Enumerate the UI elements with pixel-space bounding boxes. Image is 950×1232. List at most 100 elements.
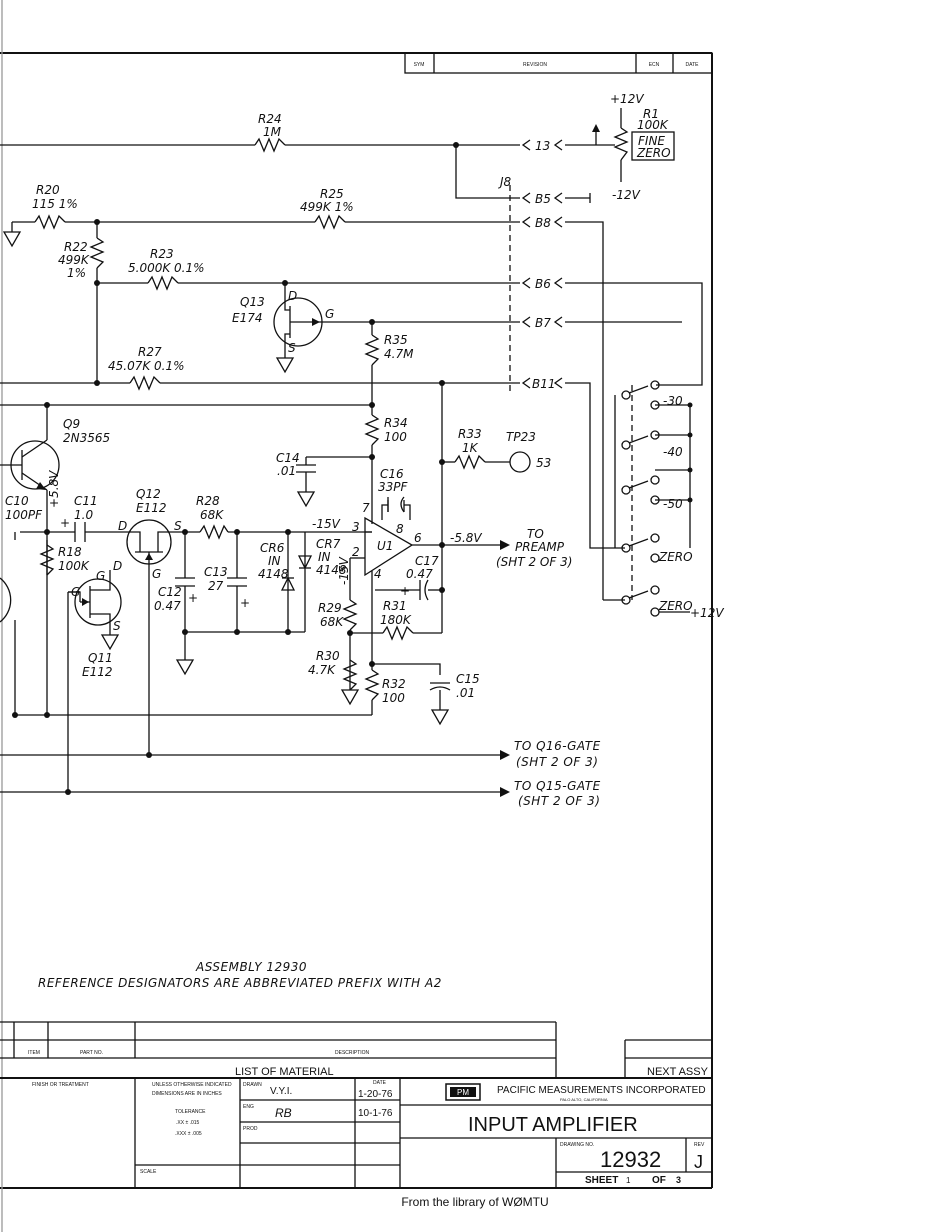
sheet-total: 3	[676, 1175, 681, 1185]
label-c17-value: 0.47	[406, 567, 433, 581]
label-r25-value: 499K 1%	[300, 200, 354, 214]
label-c16-value: 33PF	[378, 480, 409, 494]
r18-symbol	[39, 544, 55, 576]
label-v58n: -5.8V	[450, 531, 482, 545]
label-m15v: -15V	[312, 517, 341, 531]
label-c12-value: 0.47	[154, 599, 181, 613]
drawing-border	[0, 0, 713, 1232]
r22-symbol	[89, 237, 105, 269]
r20-symbol	[34, 214, 66, 230]
label-tp23-pin: 53	[536, 456, 551, 470]
label-r32-value: 100	[382, 691, 405, 705]
label-r29: R29	[318, 601, 342, 615]
drawn-by: V.Y.I.	[270, 1086, 292, 1097]
label-q12-d: D	[118, 519, 127, 533]
label-c11-plus: +	[60, 516, 70, 530]
label-q11-g2: G	[71, 585, 80, 599]
part-no-header: PART NO.	[80, 1050, 103, 1056]
label-tp23: TP23	[506, 430, 536, 444]
label-r1: R1	[643, 107, 659, 121]
drawn-label: DRAWN	[243, 1082, 262, 1088]
label-r20: R20	[36, 183, 60, 197]
q12-transistor	[126, 519, 172, 568]
label-pin3: 3	[352, 520, 360, 534]
label-q9-value: 2N3565	[63, 431, 110, 445]
label-c14-value: .01	[277, 464, 296, 478]
rev-revision-header: REVISION	[523, 62, 547, 68]
wires	[0, 108, 703, 793]
label-q13-g: G	[325, 307, 334, 321]
label-b11: B11	[532, 377, 556, 391]
label-preamp: PREAMP	[515, 540, 565, 554]
label-sw-zero: ZERO	[658, 550, 693, 564]
label-r27-value: 45.07K 0.1%	[108, 359, 185, 373]
label-cr6-a: IN	[268, 554, 281, 568]
label-r35: R35	[384, 333, 408, 347]
label-r25: R25	[320, 187, 344, 201]
drawing-no-label: DRAWING NO.	[560, 1142, 594, 1148]
label-b7: B7	[535, 316, 551, 330]
connector-arrows	[500, 139, 591, 797]
label-c10-value: 100PF	[5, 508, 43, 522]
rev-value: J	[694, 1152, 703, 1172]
label-to-q16: TO Q16-GATE	[514, 739, 601, 753]
label-q11-value: E112	[82, 665, 113, 679]
drawing-number: 12932	[600, 1147, 661, 1172]
assembly-note: ASSEMBLY 12930	[195, 960, 307, 974]
label-r18-value: 100K	[58, 559, 90, 573]
label-q11-d: D	[113, 559, 122, 573]
label-c12: C12	[158, 585, 182, 599]
label-c10: C10	[5, 494, 29, 508]
label-b6: B6	[535, 277, 551, 291]
label-sht2: (SHT 2 OF 3)	[496, 555, 572, 569]
label-c15: C15	[456, 672, 480, 686]
fine-zero-box	[631, 131, 675, 161]
label-r28: R28	[196, 494, 220, 508]
label-j8: J8	[498, 175, 512, 189]
tolerance-xx: .XX ± .015	[176, 1120, 200, 1126]
r24-symbol	[254, 137, 286, 153]
r23-symbol	[147, 275, 179, 291]
library-footer: From the library of WØMTU	[401, 1195, 549, 1209]
label-c11-value: 1.0	[74, 508, 93, 522]
label-b5: B5	[535, 192, 551, 206]
label-r24-value: 1M	[263, 125, 282, 139]
label-pin2: 2	[352, 545, 360, 559]
diodes	[280, 555, 313, 591]
label-r30-value: 4.7K	[308, 663, 336, 677]
date-label: DATE	[373, 1080, 387, 1086]
label-c11: C11	[74, 494, 98, 508]
eng-date: 10-1-76	[358, 1108, 393, 1119]
u1-opamp	[350, 516, 414, 578]
label-r31-value: 180K	[380, 613, 412, 627]
finish-label: FINISH OR TREATMENT	[32, 1082, 89, 1088]
r35-symbol	[364, 334, 380, 366]
label-r33-value: 1K	[462, 441, 479, 455]
label-q11-g: G	[96, 569, 105, 583]
r28-symbol	[199, 524, 229, 540]
rev-sym-header: SYM	[414, 62, 425, 68]
label-r24: R24	[258, 112, 282, 126]
list-of-material: LIST OF MATERIAL	[235, 1066, 334, 1078]
label-pin7: 7	[362, 501, 370, 515]
label-pin6: 6	[414, 531, 422, 545]
description-header: DESCRIPTION	[335, 1050, 370, 1056]
r32-symbol	[364, 669, 380, 701]
label-q13-d: D	[288, 289, 297, 303]
capacitors	[74, 464, 451, 691]
r29-symbol	[342, 599, 358, 631]
label-c16: C16	[380, 467, 404, 481]
company-name: PACIFIC MEASUREMENTS INCORPORATED	[497, 1085, 706, 1096]
label-r32: R32	[382, 677, 406, 691]
label-plus12v: +12V	[610, 92, 644, 106]
label-r23-value: 5.000K 0.1%	[128, 261, 205, 275]
label-r1-value: 100K	[637, 118, 669, 132]
junction-dots	[12, 142, 693, 795]
q11-transistor	[68, 578, 122, 626]
revision-block: SYM REVISION ECN DATE	[404, 52, 713, 74]
pm-logo: PM	[457, 1088, 469, 1097]
label-sw-30: -30	[663, 394, 683, 408]
eng-label: ENG	[243, 1104, 254, 1110]
label-r22-tol: 1%	[67, 266, 86, 280]
label-r31: R31	[383, 599, 407, 613]
